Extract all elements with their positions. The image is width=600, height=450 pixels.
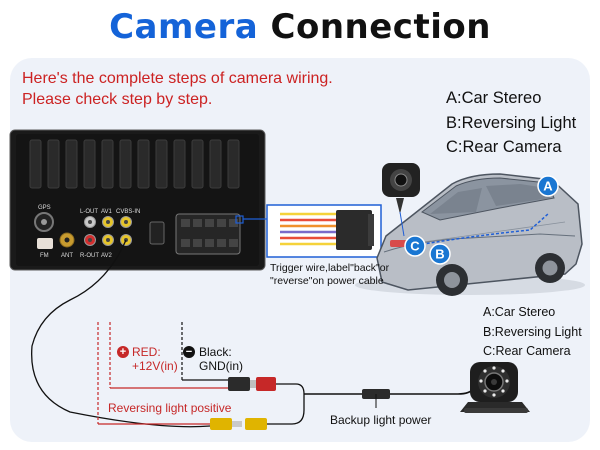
trigger-wire-note: Trigger wire,label"back"or "reverse"on p… [270, 262, 389, 288]
trigger-wire-connector [266, 204, 382, 258]
intro-line-2: Please check step by step. [22, 91, 213, 108]
marker-b: B [429, 243, 451, 265]
black-wire-label: Black: GND(in) [199, 345, 243, 373]
red-wire-label-line-1: RED: [132, 345, 161, 359]
intro-text: Here's the complete steps of camera wiri… [22, 68, 333, 110]
black-wire-label-line-2: GND(in) [199, 359, 243, 373]
label-fm: FM [40, 253, 49, 259]
trigger-note-line-1: Trigger wire,label"back"or [270, 262, 390, 274]
marker-c: C [404, 235, 426, 257]
label-gps: GPS [38, 205, 51, 211]
plus-icon: + [117, 346, 129, 358]
legend-bottom-item-c: C:Rear Camera [483, 344, 571, 358]
label-av1: AV1 [101, 209, 113, 215]
harness-socket [175, 213, 241, 255]
title-connection: Connection [270, 7, 491, 47]
rear-wheel [436, 264, 468, 296]
legend-top: A:Car Stereo B:Reversing Light C:Rear Ca… [446, 86, 576, 160]
title-camera: Camera [109, 7, 259, 47]
camera-lead [390, 387, 475, 395]
trigger-note-line-2: "reverse"on power cable [270, 275, 384, 287]
backup-light-label: Backup light power [330, 413, 432, 427]
label-cvbs-in: CVBS-IN [116, 209, 140, 215]
aux-port [149, 221, 165, 245]
label-r-out: R-OUT [80, 253, 99, 259]
red-wire-label-line-2: +12V(in) [132, 359, 178, 373]
marker-b-label: B [435, 247, 444, 262]
label-l-out: L-OUT [80, 209, 98, 215]
video-cable [31, 239, 211, 428]
black-wire-label-line-1: Black: [199, 345, 232, 359]
marker-a-label: A [543, 179, 553, 194]
label-av2: AV2 [101, 253, 113, 259]
marker-a: A [537, 175, 559, 197]
rca-video-connector [210, 418, 267, 430]
front-wheel [535, 253, 565, 283]
legend-top-item-c: C:Rear Camera [446, 138, 562, 156]
legend-top-item-b: B:Reversing Light [446, 113, 577, 132]
tail-light [390, 240, 408, 247]
power-lead [276, 383, 305, 395]
legend-bottom: A:Car Stereo B:Reversing Light C:Rear Ca… [483, 303, 582, 362]
page-title: Camera Connection [109, 7, 491, 47]
dc-power-connector [228, 377, 276, 391]
label-ant: ANT [61, 253, 73, 259]
antenna-port [59, 232, 75, 248]
legend-bottom-item-b: B:Reversing Light [483, 324, 582, 339]
marker-c-label: C [410, 239, 420, 254]
reversing-light-label: Reversing light positive [108, 401, 232, 415]
internal-wire-route [411, 213, 549, 247]
gps-port [34, 212, 54, 232]
legend-bottom-item-a: A:Car Stereo [483, 305, 556, 319]
legend-top-item-a: A:Car Stereo [446, 89, 542, 107]
intro-line-1: Here's the complete steps of camera wiri… [22, 70, 333, 87]
fm-port [37, 238, 53, 249]
minus-icon: − [183, 346, 195, 358]
rear-camera-product [460, 362, 530, 413]
heat-sink-fins [29, 139, 240, 189]
title-bar: Camera Connection [0, 0, 600, 54]
camera-callout [382, 163, 420, 237]
red-wire-label: RED: +12V(in) [132, 345, 178, 373]
video-lead [267, 394, 305, 425]
car-stereo-unit: GPS FM ANT L-OUT [9, 129, 266, 271]
car-cutaway-image [355, 173, 585, 296]
